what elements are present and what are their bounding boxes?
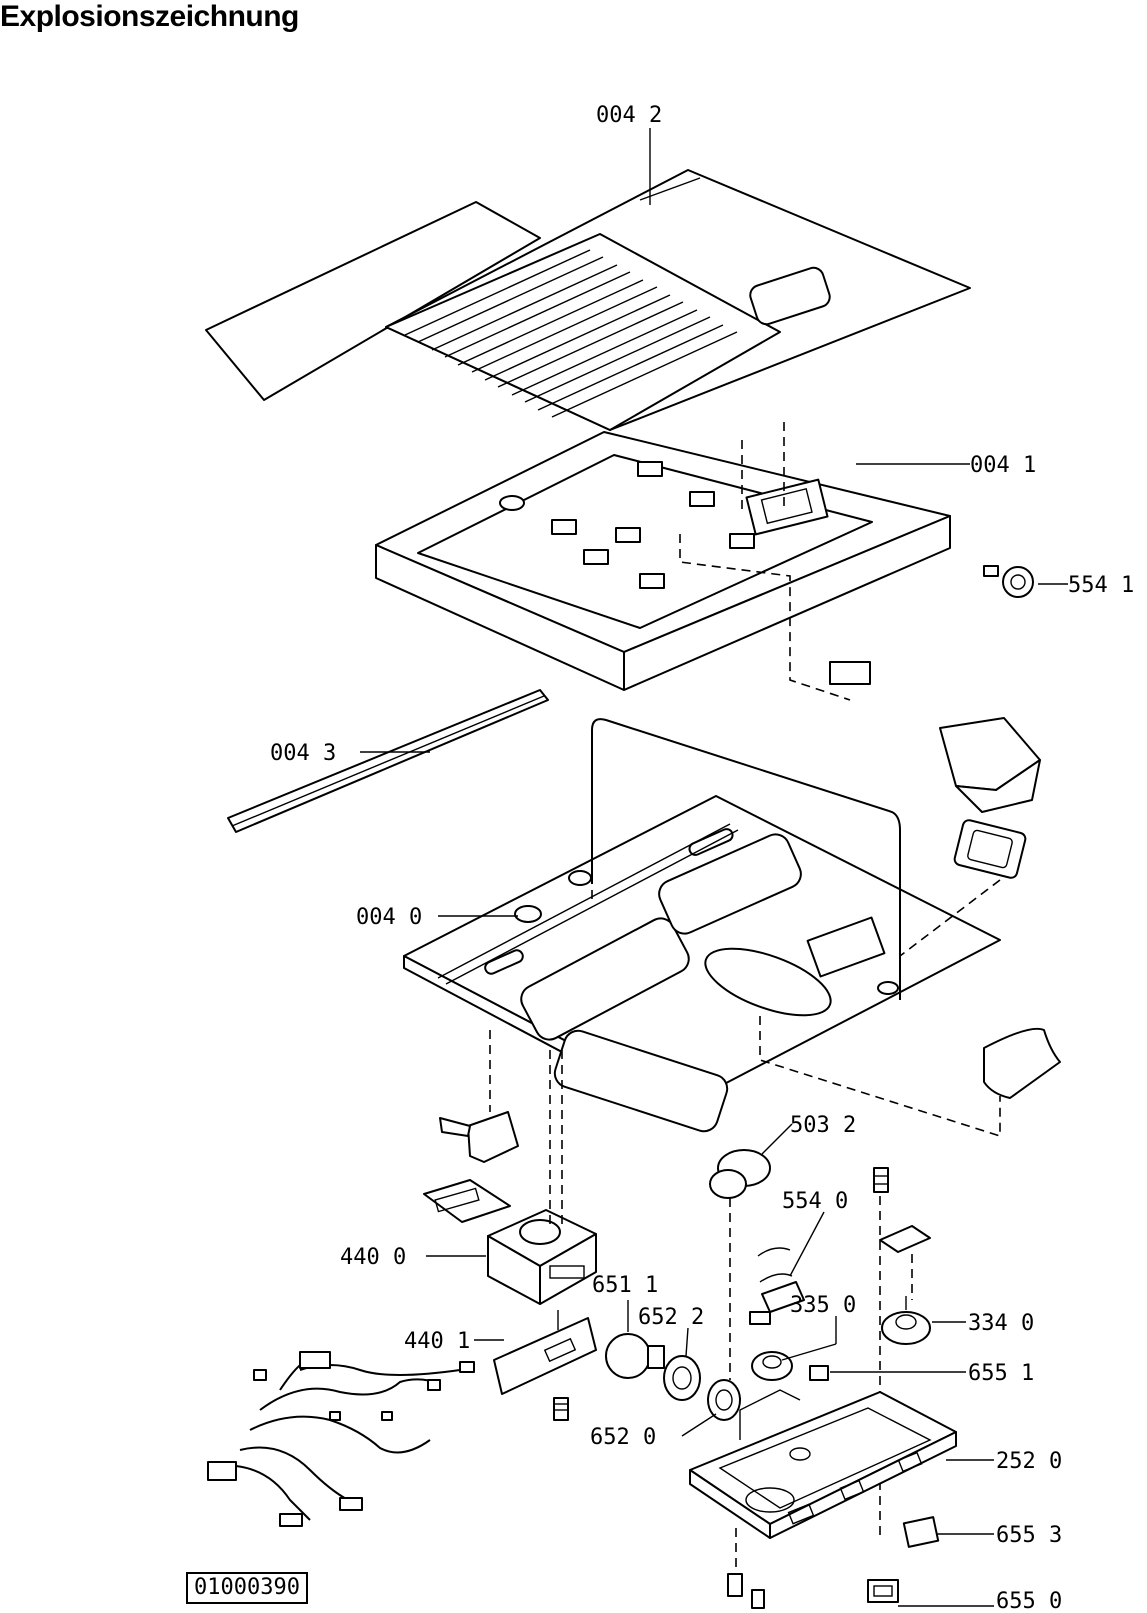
container-cup	[939, 717, 1041, 813]
callout-503-2: 503 2	[790, 1113, 856, 1138]
callout-440-0: 440 0	[340, 1245, 406, 1270]
connector-small	[809, 1365, 829, 1381]
callout-652-0: 652 0	[590, 1425, 656, 1450]
document-number: 01000390	[186, 1572, 308, 1604]
leader-lines	[360, 128, 1068, 1607]
switch-housing	[493, 1310, 597, 1395]
callout-004-1: 004 1	[970, 453, 1036, 478]
socket-ring	[707, 1379, 741, 1421]
callout-335-0: 335 0	[790, 1293, 856, 1318]
lamp-bulb	[605, 1333, 665, 1379]
thermostat-knob	[709, 1149, 771, 1199]
callout-655-1: 655 1	[968, 1361, 1034, 1386]
callout-252-0: 252 0	[996, 1449, 1062, 1474]
callout-004-0: 004 0	[356, 905, 422, 930]
rocker-switch	[902, 1516, 940, 1548]
thermostat	[749, 1247, 805, 1325]
page-title: Explosionszeichnung	[0, 0, 299, 33]
callout-440-1: 440 1	[404, 1329, 470, 1354]
clip-part	[983, 565, 1034, 598]
callout-655-0: 655 0	[996, 1589, 1062, 1613]
callout-652-2: 652 2	[638, 1305, 704, 1330]
callout-651-1: 651 1	[592, 1273, 658, 1298]
knob-part	[751, 1351, 793, 1381]
screw-right	[873, 1167, 889, 1193]
screw-bottom	[727, 1573, 765, 1609]
callout-655-3: 655 3	[996, 1523, 1062, 1548]
terminal-block	[867, 1579, 899, 1603]
gasket-frame	[953, 819, 1027, 879]
top-cover-panel	[205, 169, 971, 431]
toggle-switch	[467, 1111, 519, 1163]
callout-554-1: 554 1	[1068, 573, 1134, 598]
disc-part	[881, 1296, 931, 1345]
callout-554-0: 554 0	[782, 1189, 848, 1214]
lamp-socket	[663, 1355, 701, 1401]
wiring-harness	[207, 1351, 475, 1527]
base-plate	[403, 795, 1001, 1133]
wire-bracket	[591, 718, 901, 1000]
base-frame	[689, 1389, 957, 1539]
control-box	[423, 1179, 597, 1305]
main-tray	[375, 422, 951, 701]
side-cover	[983, 1027, 1061, 1099]
callout-334-0: 334 0	[968, 1311, 1034, 1336]
screw-left	[553, 1397, 569, 1421]
callout-004-2: 004 2	[596, 103, 662, 128]
callout-004-3: 004 3	[270, 741, 336, 766]
